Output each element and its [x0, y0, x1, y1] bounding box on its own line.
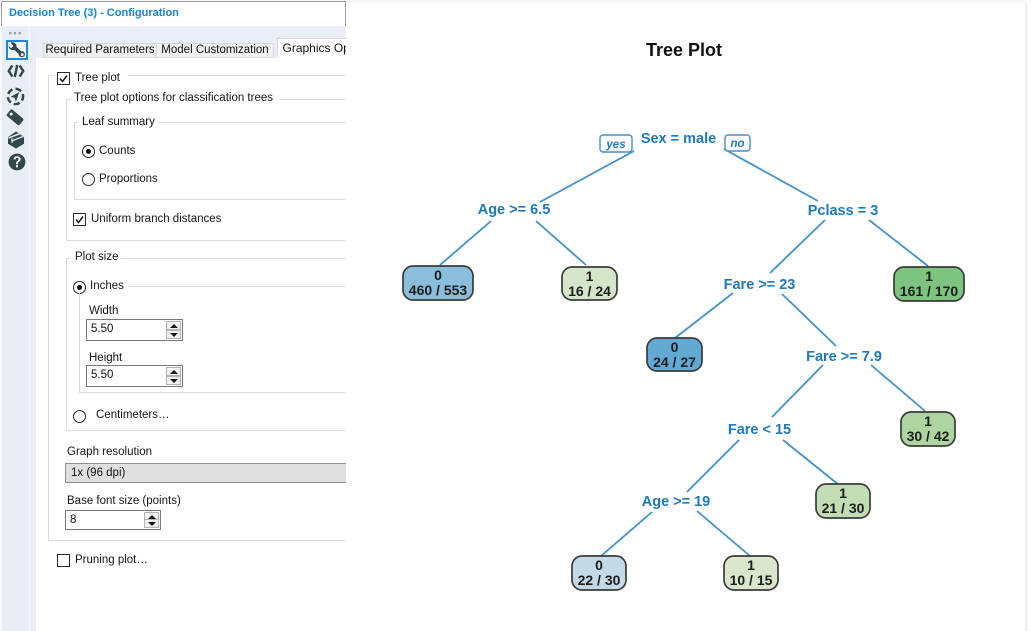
- svg-text:16 / 24: 16 / 24: [568, 283, 611, 299]
- svg-text:1: 1: [747, 557, 755, 573]
- svg-text:0: 0: [671, 339, 679, 355]
- svg-text:161 / 170: 161 / 170: [900, 283, 959, 299]
- svg-text:Pclass = 3: Pclass = 3: [808, 203, 879, 219]
- svg-text:30 / 42: 30 / 42: [907, 428, 950, 444]
- svg-text:460 / 553: 460 / 553: [409, 282, 468, 298]
- svg-text:Fare < 15: Fare < 15: [728, 422, 791, 438]
- svg-text:1: 1: [839, 485, 847, 501]
- svg-text:Fare >= 23: Fare >= 23: [724, 277, 796, 293]
- svg-text:Tree Plot: Tree Plot: [646, 40, 722, 60]
- svg-text:yes: yes: [605, 139, 625, 151]
- svg-text:0: 0: [434, 267, 442, 283]
- svg-text:Fare >= 7.9: Fare >= 7.9: [806, 349, 882, 365]
- svg-text:24 / 27: 24 / 27: [653, 354, 696, 370]
- svg-text:Age >= 19: Age >= 19: [642, 494, 711, 510]
- svg-text:1: 1: [924, 413, 932, 429]
- svg-text:1: 1: [586, 268, 594, 284]
- svg-text:10 / 15: 10 / 15: [730, 572, 773, 588]
- svg-text:Age >= 6.5: Age >= 6.5: [478, 202, 551, 218]
- svg-text:1: 1: [925, 268, 933, 284]
- svg-text:22 / 30: 22 / 30: [578, 572, 621, 588]
- svg-text:0: 0: [595, 557, 603, 573]
- svg-text:no: no: [730, 138, 744, 150]
- svg-text:Sex = male: Sex = male: [641, 131, 716, 147]
- svg-text:21 / 30: 21 / 30: [822, 500, 865, 516]
